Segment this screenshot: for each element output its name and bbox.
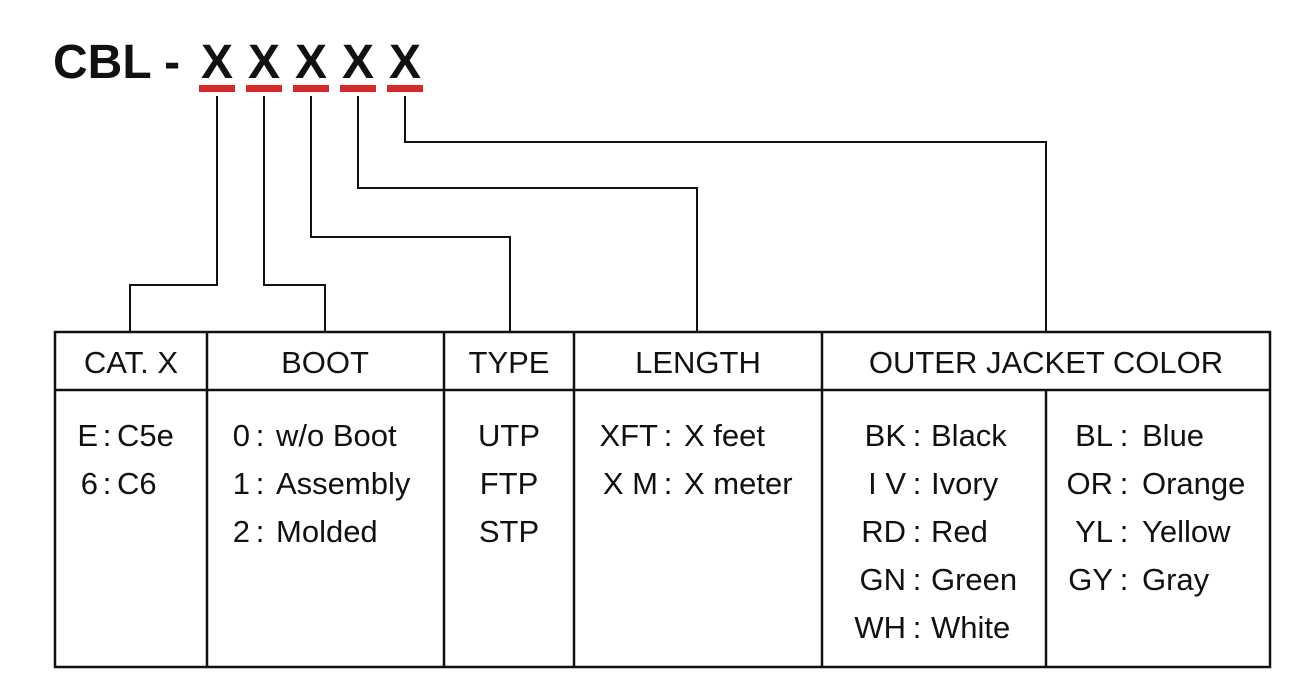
option-code: E <box>77 418 98 453</box>
underline-boot <box>246 85 282 92</box>
option-separator: : <box>1120 466 1129 501</box>
code-x-color: X <box>389 36 421 89</box>
list-item: 0 : w/o Boot <box>233 418 397 453</box>
option-code: I V <box>868 466 906 501</box>
option-label: Red <box>931 514 988 549</box>
option-label: Yellow <box>1142 514 1231 549</box>
underline-category <box>199 85 235 92</box>
list-item: GY : Gray <box>1068 562 1209 597</box>
option-separator: : <box>256 514 265 549</box>
option-label: Blue <box>1142 418 1204 453</box>
option-label: White <box>931 610 1010 645</box>
option-label: X meter <box>684 466 793 501</box>
color-options-right: BL : Blue OR : Orange YL : Yellow GY : G… <box>1067 418 1246 597</box>
option-separator: : <box>913 514 922 549</box>
header-type: TYPE <box>469 345 550 380</box>
option-label: Orange <box>1142 466 1245 501</box>
color-options-left: BK : Black I V : Ivory RD : Red GN : Gre… <box>854 418 1017 645</box>
list-item: STP <box>479 514 539 549</box>
option-label: Black <box>931 418 1007 453</box>
option-separator: : <box>664 418 673 453</box>
option-label: Molded <box>276 514 378 549</box>
code-x-boot: X <box>248 36 280 89</box>
type-options: UTP FTP STP <box>478 418 540 549</box>
list-item: FTP <box>480 466 539 501</box>
option-separator: : <box>1120 418 1129 453</box>
list-item: 6 : C6 <box>81 466 157 501</box>
option-code: BK <box>865 418 907 453</box>
code-x-type: X <box>295 36 327 89</box>
option-separator: : <box>913 610 922 645</box>
underline-length <box>340 85 376 92</box>
option-separator: : <box>256 466 265 501</box>
option-code: X M <box>603 466 658 501</box>
underline-type <box>293 85 329 92</box>
option-separator: : <box>664 466 673 501</box>
list-item: 2 : Molded <box>233 514 378 549</box>
part-number-title: CBL - X X X X X <box>53 36 423 92</box>
connector-type <box>310 96 511 332</box>
option-separator: : <box>913 466 922 501</box>
list-item: E : C5e <box>77 418 174 453</box>
connector-boot <box>263 96 326 332</box>
option-code: 2 <box>233 514 250 549</box>
list-item: XFT : X feet <box>599 418 765 453</box>
option-code: 0 <box>233 418 250 453</box>
list-item: WH : White <box>854 610 1010 645</box>
list-item: BL : Blue <box>1075 418 1204 453</box>
list-item: RD : Red <box>861 514 988 549</box>
code-x-category: X <box>201 36 233 89</box>
connector-length <box>357 96 698 332</box>
list-item: I V : Ivory <box>868 466 999 501</box>
length-options: XFT : X feet X M : X meter <box>599 418 792 501</box>
list-item: GN : Green <box>860 562 1018 597</box>
option-label: Ivory <box>931 466 999 501</box>
option-code: OR <box>1067 466 1114 501</box>
option-label: Assembly <box>276 466 411 501</box>
header-boot: BOOT <box>281 345 369 380</box>
option-code: 6 <box>81 466 98 501</box>
option-code: RD <box>861 514 906 549</box>
option-code: XFT <box>599 418 658 453</box>
option-label: w/o Boot <box>275 418 397 453</box>
option-separator: : <box>256 418 265 453</box>
option-separator: : <box>1120 514 1129 549</box>
list-item: 1 : Assembly <box>233 466 411 501</box>
option-separator: : <box>103 466 112 501</box>
list-item: BK : Black <box>865 418 1008 453</box>
option-label: Green <box>931 562 1017 597</box>
connector-category <box>129 96 218 332</box>
connector-color <box>404 96 1047 332</box>
header-cat: CAT. X <box>84 345 178 380</box>
list-item: YL : Yellow <box>1075 514 1231 549</box>
option-separator: : <box>103 418 112 453</box>
option-code: GY <box>1068 562 1113 597</box>
option-separator: : <box>913 562 922 597</box>
options-table: CAT. X BOOT TYPE LENGTH OUTER JACKET COL… <box>53 330 1272 669</box>
list-item: X M : X meter <box>603 466 793 501</box>
part-number-prefix: CBL - <box>53 36 180 89</box>
option-code: BL <box>1075 418 1113 453</box>
list-item: UTP <box>478 418 540 453</box>
table-frame <box>53 330 1272 669</box>
option-label: X feet <box>684 418 765 453</box>
header-length: LENGTH <box>635 345 761 380</box>
option-label: C5e <box>117 418 174 453</box>
list-item: OR : Orange <box>1067 466 1246 501</box>
option-label: C6 <box>117 466 157 501</box>
option-label: Gray <box>1142 562 1210 597</box>
option-code: GN <box>860 562 907 597</box>
option-code: YL <box>1075 514 1113 549</box>
boot-options: 0 : w/o Boot 1 : Assembly 2 : Molded <box>233 418 411 549</box>
underline-color <box>387 85 423 92</box>
cat-options: E : C5e 6 : C6 <box>77 418 174 501</box>
code-x-length: X <box>342 36 374 89</box>
header-outer-jacket-color: OUTER JACKET COLOR <box>869 345 1223 380</box>
connector-lines <box>129 96 1047 332</box>
option-code: WH <box>854 610 906 645</box>
option-separator: : <box>913 418 922 453</box>
option-separator: : <box>1120 562 1129 597</box>
option-code: 1 <box>233 466 250 501</box>
